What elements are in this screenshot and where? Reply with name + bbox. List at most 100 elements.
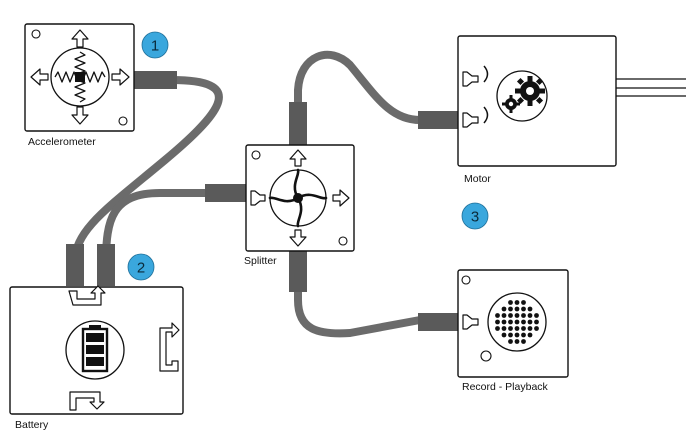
signal-arc-icon — [483, 106, 489, 124]
motor-shaft — [616, 78, 686, 97]
badge-number: 3 — [471, 209, 479, 226]
speaker-dot — [501, 306, 507, 312]
arrow-right-icon — [111, 68, 130, 86]
bottom-port-icon — [69, 391, 105, 411]
mounting-hole — [480, 350, 492, 362]
record-playback-label: Record - Playback — [462, 381, 549, 393]
battery-label: Battery — [15, 419, 49, 431]
badge-number: 2 — [137, 260, 145, 277]
cable-accelerometer-battery — [71, 76, 223, 266]
arrow-right-icon — [332, 189, 350, 207]
battery-module: Battery — [9, 285, 184, 431]
speaker-dot — [508, 306, 513, 312]
speaker-dot — [527, 319, 533, 325]
badge-circle — [127, 253, 155, 281]
arrow-up-icon — [289, 149, 307, 167]
splitter-swirl-icon — [268, 168, 328, 228]
speaker-dot — [514, 332, 520, 338]
speaker-dot — [527, 306, 533, 312]
splitter-module: Splitter — [244, 144, 355, 267]
speaker-dot — [521, 306, 526, 312]
speaker-dots-icon — [495, 300, 539, 344]
input-port-icon — [250, 190, 266, 206]
speaker-dot — [527, 332, 533, 338]
speaker-dot — [501, 326, 507, 331]
spring-icon — [74, 80, 86, 103]
input-port-icon — [68, 285, 106, 306]
speaker-dot — [501, 332, 507, 338]
speaker-dot — [508, 300, 513, 305]
arrow-down-icon — [289, 229, 307, 247]
plug-battery-in-left — [66, 244, 84, 286]
signal-arc-icon — [483, 65, 489, 83]
speaker-dot — [514, 326, 520, 331]
mounting-hole — [338, 236, 348, 246]
plugs — [66, 71, 460, 331]
speaker-dot — [521, 313, 526, 318]
speaker-dot — [495, 326, 500, 331]
plug-splitter-left — [205, 184, 249, 202]
arrow-up-icon — [71, 29, 89, 48]
accelerometer-module: Accelerometer — [24, 23, 135, 148]
spring-icon — [54, 71, 77, 83]
speaker-dot — [514, 319, 520, 325]
speaker-dot — [501, 319, 507, 325]
speaker-dot — [508, 339, 513, 344]
speaker-dot — [508, 326, 513, 331]
arrow-left-icon — [30, 68, 49, 86]
speaker-dot — [514, 313, 520, 318]
side-port-icon — [159, 322, 180, 372]
plug-battery-in-right — [97, 244, 115, 286]
input-port-icon — [462, 71, 479, 87]
motor-label: Motor — [464, 173, 491, 185]
speaker-dot — [534, 326, 539, 331]
speaker-dot — [521, 300, 526, 305]
badge-number: 1 — [151, 38, 159, 55]
battery-icon — [81, 325, 109, 373]
speaker-dot — [508, 313, 513, 318]
speaker-dot — [514, 300, 520, 305]
cable-splitter-motor — [294, 50, 424, 124]
cable-splitter-battery — [102, 189, 216, 266]
accelerometer-label: Accelerometer — [28, 136, 96, 148]
speaker-dot — [534, 319, 539, 325]
mounting-hole — [31, 29, 41, 39]
plug-splitter-bottom — [289, 248, 307, 292]
speaker-dot — [527, 326, 533, 331]
spring-icon — [74, 51, 86, 74]
speaker-dot — [501, 313, 507, 318]
speaker-dot — [495, 319, 500, 325]
input-port-icon — [462, 314, 479, 330]
plug-motor-in — [418, 111, 460, 129]
speaker-dot — [527, 313, 533, 318]
speaker-dot — [514, 339, 520, 344]
speaker-dot — [514, 306, 520, 312]
badge-2: 2 — [127, 253, 155, 281]
mounting-hole — [118, 116, 128, 126]
badge-3: 3 — [461, 202, 489, 230]
speaker-dot — [521, 319, 526, 325]
mounting-hole — [251, 150, 261, 160]
mounting-hole — [461, 275, 471, 285]
splitter-label: Splitter — [244, 255, 277, 267]
speaker-dot — [495, 313, 500, 318]
plug-splitter-top — [289, 102, 307, 146]
speaker-dot — [521, 326, 526, 331]
speaker-dot — [508, 319, 513, 325]
speaker-dot — [521, 339, 526, 344]
motor-module: Motor — [457, 35, 617, 185]
mass-block-icon — [75, 72, 85, 82]
gear-icon — [502, 76, 545, 113]
speaker-dot — [508, 332, 513, 338]
record-playback-module: Record - Playback — [457, 269, 569, 393]
speaker-dot — [534, 313, 539, 318]
spring-icon — [83, 71, 106, 83]
cable-splitter-record — [294, 276, 424, 338]
speaker-dot — [521, 332, 526, 338]
plug-accelerometer-out — [133, 71, 177, 89]
badge-1: 1 — [141, 31, 169, 59]
cables — [71, 50, 686, 338]
arrow-down-icon — [71, 106, 89, 125]
plug-record-in — [418, 313, 460, 331]
